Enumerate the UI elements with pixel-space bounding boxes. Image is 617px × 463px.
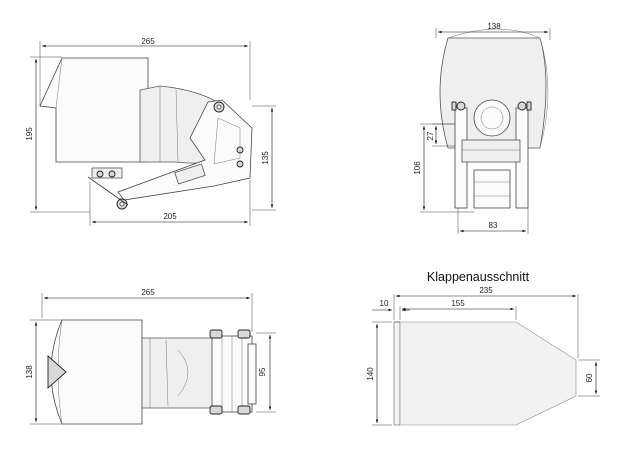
front-width-label: 138 — [487, 22, 501, 31]
front-base-width-label: 83 — [489, 221, 498, 230]
side-height-label: 195 — [25, 127, 34, 141]
cutout-dimensions: 235 10 155 140 60 — [366, 286, 600, 426]
front-base-block — [473, 169, 511, 209]
top-lens-cone — [47, 354, 67, 390]
cutout-height-label: 140 — [366, 367, 375, 381]
front-bolt-left — [456, 101, 466, 111]
front-motor-block — [461, 139, 521, 163]
side-base-length-label: 205 — [163, 212, 177, 221]
top-view-dimensions: 265 138 95 — [25, 288, 276, 425]
front-view — [439, 28, 549, 209]
top-drive-body — [141, 337, 221, 409]
top-width-label: 265 — [141, 288, 155, 297]
top-housing — [50, 319, 143, 425]
front-offset-label: 27 — [426, 131, 435, 140]
cutout-offset-label: 10 — [380, 299, 389, 308]
cutout-outline — [399, 321, 577, 426]
top-clamp-width-label: 95 — [258, 367, 267, 376]
cutout-end-height-label: 60 — [585, 373, 594, 382]
side-width-label: 265 — [141, 37, 155, 46]
cutout-shape — [393, 321, 577, 426]
side-view-dimensions: 265 195 135 205 — [25, 37, 276, 226]
side-housing — [39, 57, 149, 163]
top-diameter-label: 138 — [25, 365, 34, 379]
front-bolt-right — [517, 101, 527, 111]
front-lens — [473, 99, 511, 137]
cutout-title: Klappenausschnitt — [427, 270, 530, 284]
front-view-dimensions: 138 27 106 83 — [413, 22, 551, 234]
cutout-total-length-label: 235 — [479, 286, 493, 295]
side-bracket-height-label: 135 — [261, 151, 270, 165]
side-base — [91, 167, 123, 179]
top-view — [47, 319, 257, 425]
front-height-label: 106 — [413, 161, 422, 175]
cutout-top-length-label: 155 — [451, 299, 465, 308]
side-view — [39, 57, 253, 210]
side-mount-plate — [174, 163, 206, 185]
